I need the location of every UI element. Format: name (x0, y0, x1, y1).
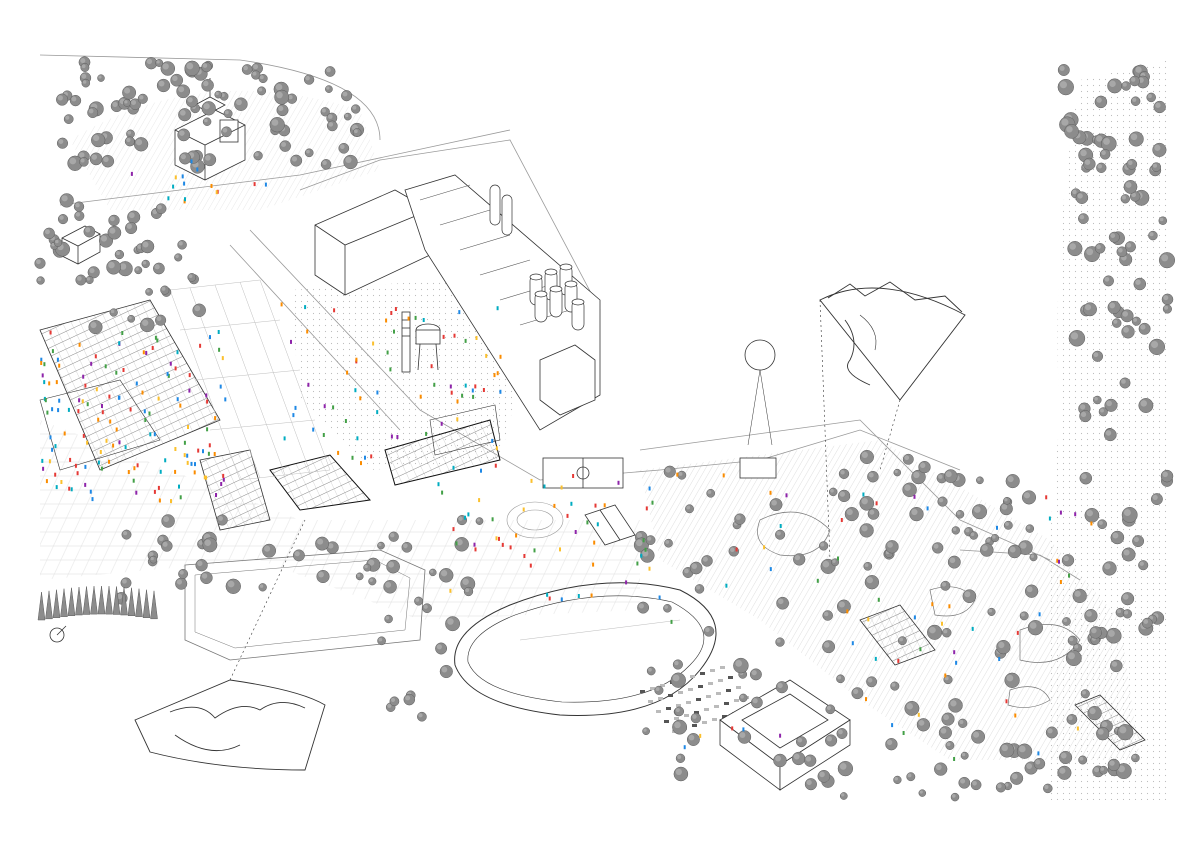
basketball-court (584, 504, 636, 546)
valley-vignette (134, 519, 326, 771)
industrial-hall (314, 174, 601, 431)
road-network (39, 54, 1081, 581)
mountain-vignette (819, 281, 966, 561)
gravel-square-texture (290, 280, 520, 470)
greenhouses (39, 299, 501, 531)
cypress-row (37, 585, 158, 621)
activity-lawn (506, 501, 564, 539)
compass-icon (49, 625, 67, 643)
silo-cluster (489, 184, 585, 331)
balloon (739, 339, 777, 479)
orchard-grid (169, 279, 331, 481)
urban-plaza-texture (40, 420, 640, 620)
water-tower (401, 311, 441, 373)
trees-layer (34, 56, 1053, 802)
river-forest (1045, 64, 1176, 780)
football-court (542, 457, 624, 489)
people-layer (40, 159, 1093, 761)
park-greenhouse (859, 604, 936, 666)
